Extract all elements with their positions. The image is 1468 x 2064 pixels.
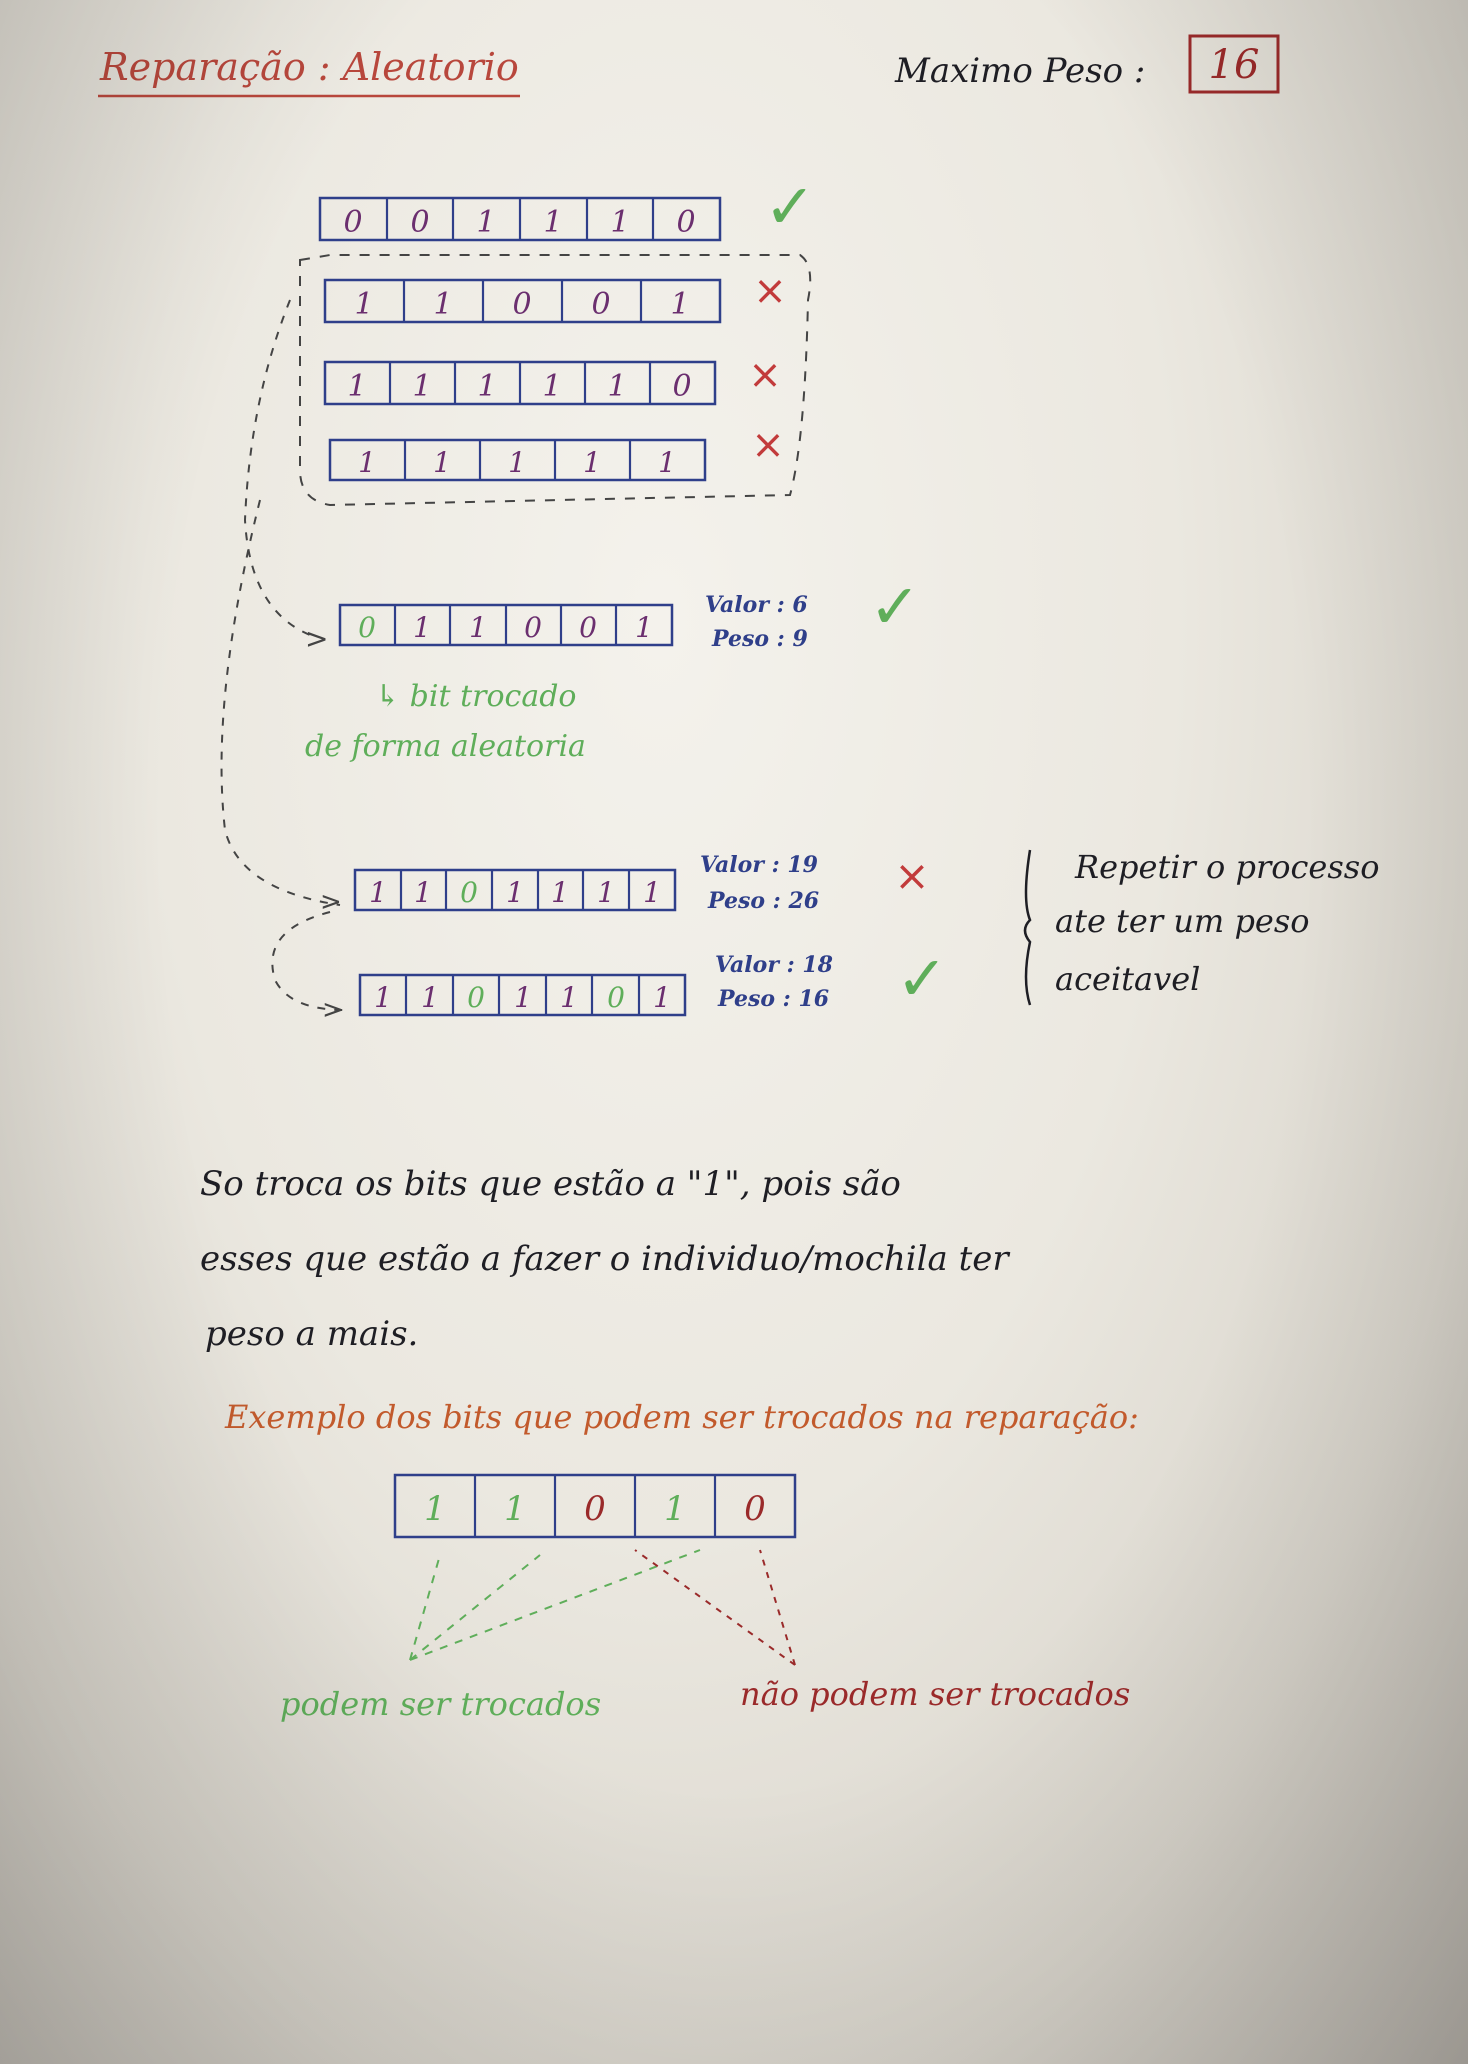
- right-brace: [1023, 849, 1032, 1006]
- bit: 0: [358, 611, 376, 644]
- cross-mark: ×: [894, 851, 929, 900]
- peso-label: Peso : 26: [707, 888, 819, 914]
- cross-mark: ×: [751, 422, 785, 468]
- bit: 1: [607, 369, 626, 404]
- bit: 0: [460, 876, 478, 909]
- cross-mark: ×: [753, 268, 787, 314]
- bit: 0: [343, 205, 362, 240]
- bit: 1: [664, 1489, 686, 1529]
- cannot-swap-label: não podem ser trocados: [740, 1675, 1130, 1713]
- peso-label: Peso : 9: [711, 626, 808, 652]
- dashed-arrow: [243, 299, 311, 636]
- bit: 0: [410, 205, 429, 240]
- bit: 1: [424, 1489, 446, 1529]
- bit-string-box: [393, 1473, 797, 1539]
- bit: 1: [414, 876, 432, 909]
- bit: 1: [477, 369, 496, 404]
- bit-note-line-2: de forma aleatoria: [305, 729, 586, 764]
- bit: 1: [610, 205, 629, 240]
- check-mark: ✓: [896, 942, 948, 1015]
- bit-note-line-1: ↳ bit trocado: [375, 679, 576, 714]
- explanation-line-3: peso a mais.: [205, 1314, 418, 1354]
- explanation-line-1: So troca os bits que estão a "1", pois s…: [200, 1164, 901, 1204]
- bit: 1: [354, 287, 373, 322]
- bit: 0: [672, 369, 691, 404]
- bit: 1: [508, 446, 526, 479]
- arrow-head: >: [320, 887, 342, 917]
- bit: 1: [476, 205, 495, 240]
- max-weight-label: Maximo Peso :: [894, 51, 1145, 91]
- bit: 1: [643, 876, 661, 909]
- peso-label: Peso : 16: [717, 986, 829, 1012]
- can-swap-label: podem ser trocados: [280, 1685, 601, 1723]
- second-row-2: > 1 1 0 1 1 0 1 Valor : 18 Peso : 16 ✓: [322, 942, 948, 1025]
- repeat-note-line-2: ate ter um peso: [1055, 902, 1310, 940]
- max-weight-box: [1188, 34, 1280, 94]
- bit: 1: [560, 981, 578, 1014]
- bit-string-box: [353, 868, 677, 912]
- rejected-group-outline: [299, 254, 812, 507]
- bit: 1: [597, 876, 615, 909]
- bit: 0: [467, 981, 485, 1014]
- bit: 1: [469, 611, 487, 644]
- max-weight-value: 16: [1209, 42, 1260, 88]
- bit: 1: [374, 981, 392, 1014]
- candidate-row-4: 1 1 1 1 1 ×: [328, 422, 785, 482]
- bit-string-box: [358, 973, 687, 1017]
- cannot-arrows: [634, 1549, 796, 1666]
- check-mark: ✓: [764, 170, 816, 243]
- dashed-arrow: [220, 499, 341, 906]
- bit: 1: [421, 981, 439, 1014]
- bit: 1: [433, 287, 452, 322]
- bit: 0: [607, 981, 625, 1014]
- bit: 1: [358, 446, 376, 479]
- arrow-head: >: [322, 995, 344, 1025]
- repeat-note-line-3: aceitavel: [1055, 960, 1200, 998]
- bit: 1: [658, 446, 676, 479]
- bit: 1: [653, 981, 671, 1014]
- bit: 1: [514, 981, 532, 1014]
- cross-mark: ×: [748, 352, 782, 398]
- repaired-row: > 0 1 1 0 0 1 Valor : 6 Peso : 9 ✓ ↳ bit…: [305, 570, 921, 764]
- candidate-row-1: 0 0 1 1 1 0 ✓: [318, 170, 816, 243]
- bit: 1: [369, 876, 387, 909]
- bit: 1: [504, 1489, 526, 1529]
- second-row-1: > 1 1 0 1 1 1 1 Valor : 19 Peso : 26 ×: [320, 851, 930, 917]
- arrow-head: >: [305, 622, 328, 655]
- bit: 1: [413, 611, 431, 644]
- dashed-arrow: [271, 911, 346, 1011]
- example-bit-string: 1 1 0 1 0: [393, 1473, 797, 1539]
- valor-label: Valor : 6: [705, 592, 808, 618]
- bit: 1: [433, 446, 451, 479]
- candidate-row-3: 1 1 1 1 1 0 ×: [323, 352, 782, 406]
- bit: 0: [512, 287, 531, 322]
- bit-string-box: [323, 278, 722, 324]
- bit: 0: [524, 611, 542, 644]
- bit: 1: [542, 369, 561, 404]
- candidate-row-2: 1 1 0 0 1 ×: [323, 268, 787, 324]
- repeat-note-line-1: Repetir o processo: [1074, 848, 1379, 886]
- bit: 1: [347, 369, 366, 404]
- example-heading: Exemplo dos bits que podem ser trocados …: [224, 1398, 1139, 1436]
- bit: 1: [635, 611, 653, 644]
- can-arrows: [409, 1549, 701, 1661]
- bit: 1: [506, 876, 524, 909]
- valor-label: Valor : 19: [700, 852, 818, 878]
- bit: 1: [670, 287, 689, 322]
- bit: 0: [591, 287, 610, 322]
- bit: 1: [412, 369, 431, 404]
- bit: 1: [551, 876, 569, 909]
- bit: 0: [584, 1489, 606, 1529]
- bit: 0: [676, 205, 695, 240]
- bit: 1: [583, 446, 601, 479]
- bit: 1: [543, 205, 562, 240]
- explanation-line-2: esses que estão a fazer o individuo/moch…: [200, 1239, 1010, 1279]
- check-mark: ✓: [869, 570, 921, 643]
- bit: 0: [744, 1489, 766, 1529]
- bit: 0: [579, 611, 597, 644]
- bit-string-box: [328, 438, 707, 482]
- page-title: Reparação : Aleatorio: [99, 45, 519, 89]
- valor-label: Valor : 18: [715, 952, 833, 978]
